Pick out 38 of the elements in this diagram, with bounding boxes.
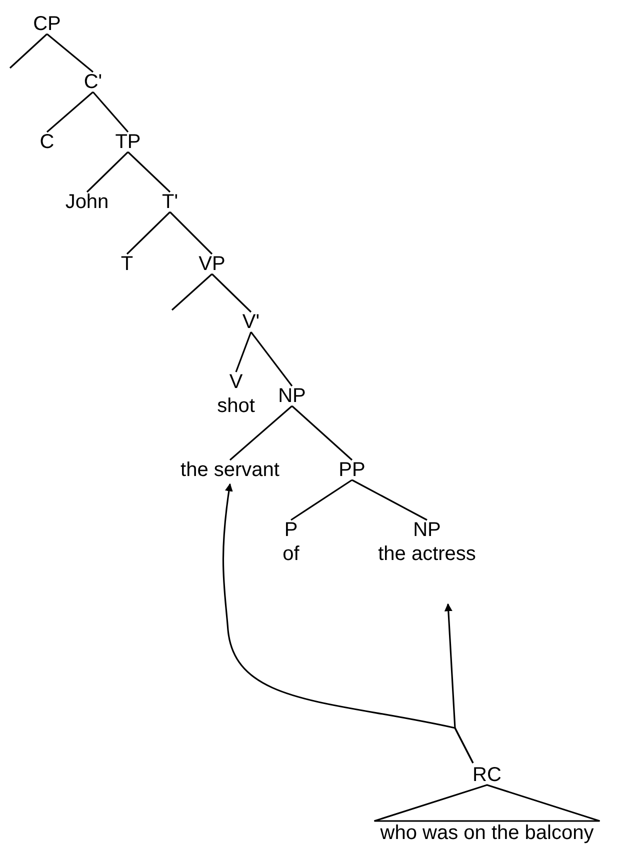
branch-line <box>171 273 213 311</box>
node-label: VP <box>198 252 226 276</box>
node-label: who was on the balcony <box>380 821 594 845</box>
node-label: CP <box>33 12 61 36</box>
branch-line <box>229 405 293 461</box>
node-label: V <box>228 370 244 394</box>
branch-line <box>46 91 94 133</box>
branch-line <box>86 151 129 193</box>
branch-line <box>127 151 171 193</box>
branch-line <box>46 33 94 73</box>
branch-line <box>290 479 352 521</box>
node-label: C <box>40 130 54 154</box>
node-label: V' <box>242 310 260 334</box>
branch-line <box>169 211 213 255</box>
node-label: C' <box>84 70 102 94</box>
branch-line <box>291 405 353 461</box>
roof-triangle <box>373 784 601 822</box>
node-label: T' <box>162 190 178 214</box>
movement-arrow <box>444 603 474 764</box>
node-label: John <box>65 190 109 214</box>
node-label: NP <box>412 518 442 542</box>
branch-line <box>250 332 293 386</box>
word-label: of <box>282 542 300 566</box>
branch-line <box>9 33 48 69</box>
branch-line <box>235 332 252 372</box>
node-label: PP <box>338 458 366 482</box>
branch-line <box>126 211 171 255</box>
node-label: the servant <box>180 458 280 482</box>
branch-line <box>352 479 428 521</box>
word-label: shot <box>217 394 255 418</box>
word-label: the actress <box>378 542 476 566</box>
node-label: NP <box>278 384 306 408</box>
node-label: T <box>120 252 134 276</box>
node-label: RC <box>472 763 502 787</box>
branch-line <box>211 273 252 313</box>
branch-line <box>92 91 129 133</box>
node-label: P <box>283 518 299 542</box>
node-label: TP <box>115 130 141 154</box>
